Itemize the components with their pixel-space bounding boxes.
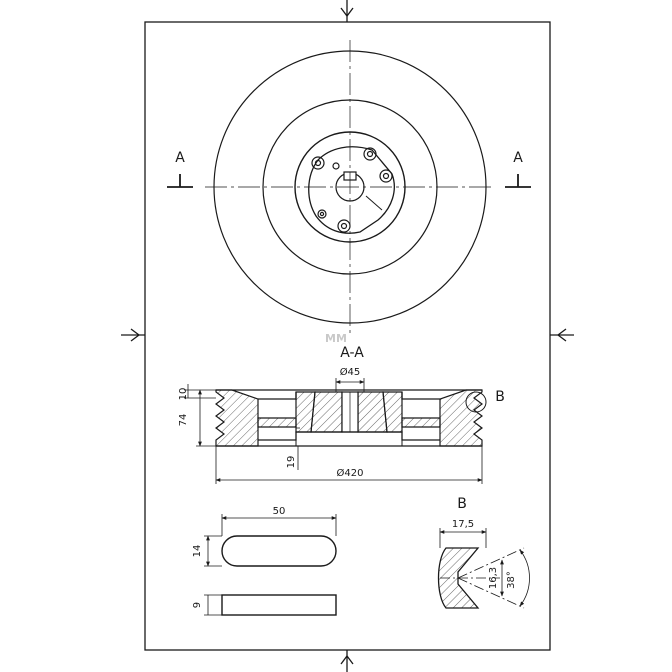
dim-key-height: 9 — [192, 602, 203, 608]
section-title: A-A — [340, 345, 364, 361]
hatched-bush-left — [310, 391, 343, 433]
detail-title: B — [457, 496, 467, 512]
center-lines — [205, 40, 495, 335]
sheet-frame — [144, 21, 551, 651]
dim-groove-angle: 38° — [506, 571, 517, 589]
dim-groove-depth: 16,3 — [488, 567, 499, 589]
dim-bore: Ø45 — [340, 366, 361, 378]
dim-key-width: 14 — [192, 545, 203, 558]
detail-b-groove — [437, 528, 530, 609]
taper-bush-outline — [308, 146, 395, 234]
section-cut-label-left: A — [175, 150, 185, 166]
dim-groove-top: 17,5 — [452, 519, 474, 530]
dim-hub-offset: 19 — [286, 456, 297, 469]
watermark: MM — [325, 332, 347, 345]
dim-width: 74 — [178, 414, 189, 427]
hatched-rim-left — [215, 389, 259, 447]
detail-callout-circle — [465, 391, 487, 413]
section-cut-markers — [167, 174, 531, 188]
section-cut-label-right: A — [513, 150, 523, 166]
key-top-view — [204, 514, 337, 567]
centering-marks — [121, 0, 574, 672]
hatched-rim-right — [439, 389, 483, 447]
section-dimension-lines — [184, 378, 483, 484]
screw-holes — [311, 147, 393, 233]
dim-outer-diameter: Ø420 — [337, 467, 364, 479]
dim-key-length: 50 — [273, 506, 286, 517]
front-view-pulley — [205, 40, 495, 335]
hatched-web-right — [401, 417, 441, 428]
detail-callout-label: B — [495, 389, 505, 405]
detail-groove-profile — [437, 547, 480, 609]
hatched-web-left — [257, 417, 297, 428]
section-view — [215, 389, 483, 447]
key-side-view — [204, 594, 337, 616]
hatched-hub-right — [382, 391, 403, 433]
hatched-bush-right — [357, 391, 388, 433]
dim-groove-height: 10 — [178, 388, 189, 401]
